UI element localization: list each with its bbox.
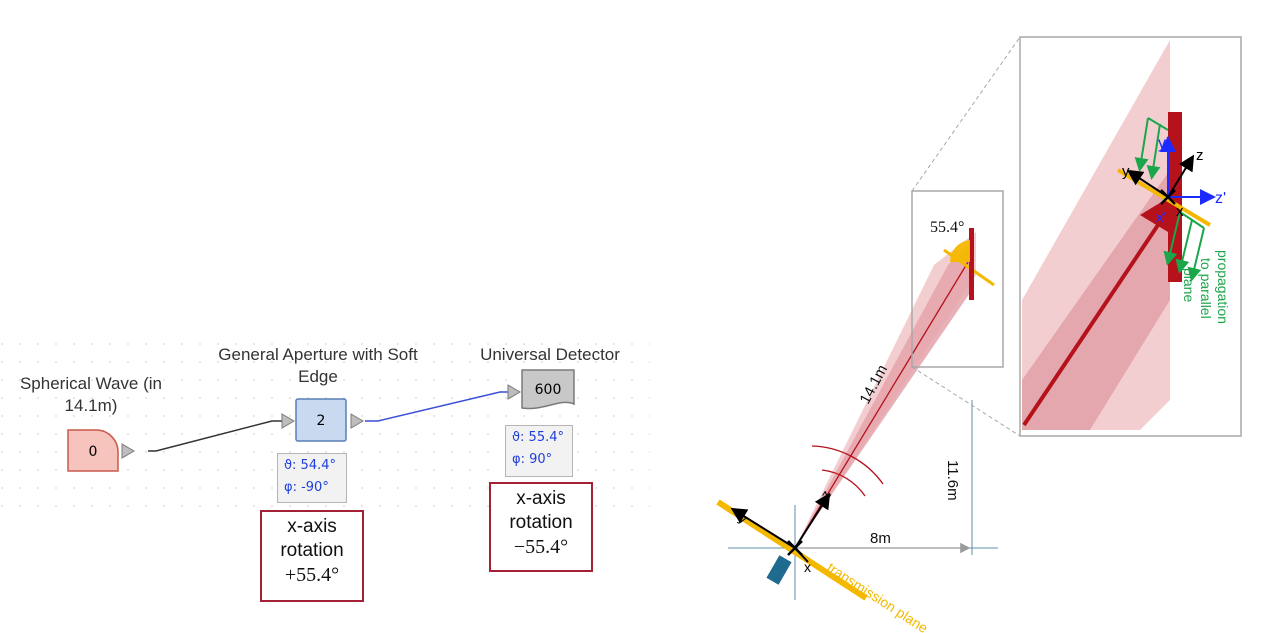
- aperture-rotation-word: rotation: [280, 540, 344, 561]
- origin-marker: [787, 540, 803, 556]
- beam-center: [794, 261, 969, 549]
- geometry-canvas: transmission plane y z x 8m 11.6m 14.1m …: [716, 36, 1242, 633]
- aperture-theta: ϑ: 54.4°: [284, 458, 337, 473]
- inset-detector-wedge: [1140, 198, 1168, 232]
- aperture-angle-box: ϑ: 54.4° φ: -90°: [277, 453, 347, 503]
- width-label: 8m: [870, 530, 891, 547]
- aperture-phi: φ: -90°: [284, 480, 329, 495]
- propagation-line-2: to parallel: [1198, 258, 1214, 319]
- spherical-wave-node[interactable]: [67, 429, 119, 472]
- aperture-rotation-box: x-axis rotation +55.4°: [260, 510, 364, 602]
- detector-in-port[interactable]: [507, 384, 521, 400]
- inset-xp-label: x': [1156, 209, 1167, 226]
- height-label: 11.6m: [944, 460, 961, 501]
- aperture-value: 2: [317, 413, 326, 429]
- aperture-in-port[interactable]: [281, 413, 295, 429]
- aperture-rotation-axis: x-axis: [287, 516, 337, 537]
- zoom-link-top: [911, 36, 1021, 192]
- link-source-aperture[interactable]: [148, 420, 284, 452]
- inset-beam-center: [1022, 220, 1162, 427]
- inset-yp-label: y': [1158, 135, 1169, 152]
- detector-node[interactable]: [521, 369, 575, 410]
- inset-zp-label: z': [1215, 190, 1226, 207]
- angle-wedge: [949, 240, 970, 262]
- wavefront-arc-2: [821, 469, 866, 497]
- propagation-line-1: propagation: [1215, 250, 1231, 324]
- plane-label: transmission plane: [824, 559, 931, 633]
- detector-theta: ϑ: 55.4°: [512, 430, 565, 445]
- z-axis-arrow: [794, 492, 831, 549]
- beam-inner: [795, 240, 974, 548]
- aperture-element: [766, 555, 792, 585]
- detector-rotation-box: x-axis rotation −55.4°: [489, 482, 593, 572]
- detector-rotation-angle: −55.4°: [513, 536, 569, 558]
- detector-small: [969, 228, 974, 300]
- spherical-wave-title: Spherical Wave (in 14.1m): [19, 374, 163, 415]
- wavefront-arc-1: [811, 445, 884, 485]
- spherical-wave-value: 0: [89, 444, 98, 460]
- detector-title: Universal Detector: [480, 345, 620, 364]
- zoom-frame: [911, 190, 1004, 368]
- inset-x-label: x: [1176, 203, 1184, 220]
- propagation-arrows: [1134, 117, 1205, 282]
- inset-z-label: z: [1196, 147, 1204, 164]
- zoom-link-bottom: [911, 366, 1021, 437]
- y-axis-arrow: [730, 507, 796, 549]
- detector-angle-box: ϑ: 55.4° φ: 90°: [505, 425, 573, 477]
- detector-rotation-axis: x-axis: [516, 488, 566, 509]
- inset-origin-marker: [1160, 189, 1176, 205]
- aperture-out-port[interactable]: [350, 413, 364, 429]
- propagation-label: propagation to parallel plane: [1181, 250, 1231, 324]
- inset-y-label: y: [1122, 163, 1130, 180]
- detector-rotation-word: rotation: [509, 512, 573, 533]
- source-out-port[interactable]: [121, 443, 135, 459]
- propagation-line-3: plane: [1181, 268, 1197, 302]
- x-axis-label: x: [804, 559, 811, 575]
- inset-y-axis: [1126, 169, 1169, 198]
- angle-label: 55.4°: [930, 219, 964, 236]
- link-aperture-detector[interactable]: [365, 391, 510, 422]
- detector-phi: φ: 90°: [512, 452, 553, 467]
- aperture-node[interactable]: [295, 398, 347, 442]
- aperture-rotation-angle: +55.4°: [284, 564, 340, 586]
- aperture-title: General Aperture with Soft Edge: [218, 345, 418, 386]
- inset-beam-inner: [1022, 170, 1170, 430]
- inset-z-axis: [1167, 154, 1195, 198]
- detector-value: 600: [535, 382, 562, 398]
